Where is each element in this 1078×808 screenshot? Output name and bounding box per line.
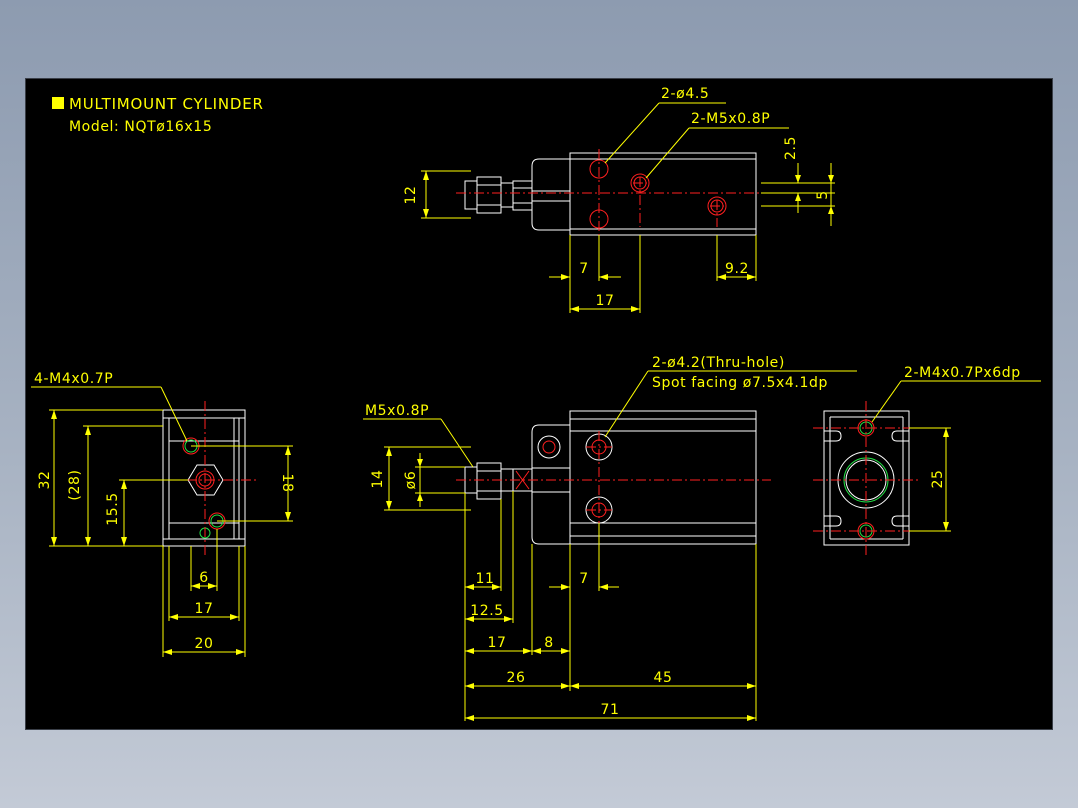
front-dim-12-5: 12.5 xyxy=(470,603,504,619)
top-callout-holes: 2-ø4.5 xyxy=(661,86,709,102)
front-callout-thread: M5x0.8P xyxy=(365,403,429,419)
side-dim-17: 17 xyxy=(194,601,213,617)
top-dim-12: 12 xyxy=(403,185,419,204)
top-mount-block xyxy=(531,158,570,231)
front-dim-45: 45 xyxy=(653,670,672,686)
top-hole-icon xyxy=(589,159,609,179)
side-dim-15-5: 15.5 xyxy=(105,492,121,526)
side-view: 4-M4x0.7P 32 (28) 15.5 xyxy=(31,371,295,657)
end-view: 2-M4x0.7Px6dp 25 xyxy=(813,365,1041,556)
side-dim-32: 32 xyxy=(37,470,53,489)
top-rod xyxy=(512,180,533,211)
title-block: MULTIMOUNT CYLINDER Model: NQTø16x15 xyxy=(52,95,264,135)
title-marker-icon xyxy=(52,97,64,109)
front-dim-14: 14 xyxy=(370,469,386,488)
side-dim-20: 20 xyxy=(194,636,213,652)
top-dim-7: 7 xyxy=(579,261,589,277)
front-body xyxy=(569,410,757,545)
top-rod-thread xyxy=(464,180,478,210)
top-dim-9-2: 9.2 xyxy=(725,261,749,277)
top-dim-17: 17 xyxy=(595,293,614,309)
front-callout-holes-2: Spot facing ø7.5x4.1dp xyxy=(652,375,828,391)
front-dim-7: 7 xyxy=(579,571,589,587)
side-callout: 4-M4x0.7P xyxy=(34,371,113,387)
title-line-2: Model: NQTø16x15 xyxy=(69,119,212,135)
front-dim-26: 26 xyxy=(506,670,525,686)
end-dim-25: 25 xyxy=(930,469,946,488)
front-dim-phi6: ø6 xyxy=(403,471,419,490)
end-callout: 2-M4x0.7Px6dp xyxy=(904,365,1021,381)
top-dim-2-5: 2.5 xyxy=(783,136,799,160)
front-dim-17: 17 xyxy=(487,635,506,651)
front-dim-8: 8 xyxy=(544,635,554,651)
front-rod-nut xyxy=(476,462,502,500)
top-view: 2-ø4.5 2-M5x0.8P 12 2.5 5 xyxy=(403,86,835,313)
front-mount-hole-icon xyxy=(537,435,561,459)
front-dim-11: 11 xyxy=(475,571,494,587)
side-body xyxy=(162,409,246,547)
top-rod-nut xyxy=(476,176,502,214)
top-hole-icon xyxy=(589,209,609,229)
side-dim-18: 18 xyxy=(279,473,295,492)
top-dim-5: 5 xyxy=(815,190,831,200)
title-line-1: MULTIMOUNT CYLINDER xyxy=(69,95,264,113)
front-mount-block xyxy=(531,424,570,545)
front-dim-71: 71 xyxy=(600,702,619,718)
drawing-canvas: MULTIMOUNT CYLINDER Model: NQTø16x15 xyxy=(25,78,1053,730)
front-view: M5x0.8P 2-ø4.2(Thru-hole) Spot facing ø7… xyxy=(363,355,857,721)
side-dim-6: 6 xyxy=(199,570,209,586)
top-body xyxy=(569,152,757,236)
front-callout-holes-1: 2-ø4.2(Thru-hole) xyxy=(652,355,785,371)
top-callout-thread: 2-M5x0.8P xyxy=(691,111,770,127)
cad-drawing: MULTIMOUNT CYLINDER Model: NQTø16x15 xyxy=(31,86,1041,721)
side-dim-28: (28) xyxy=(67,469,83,500)
